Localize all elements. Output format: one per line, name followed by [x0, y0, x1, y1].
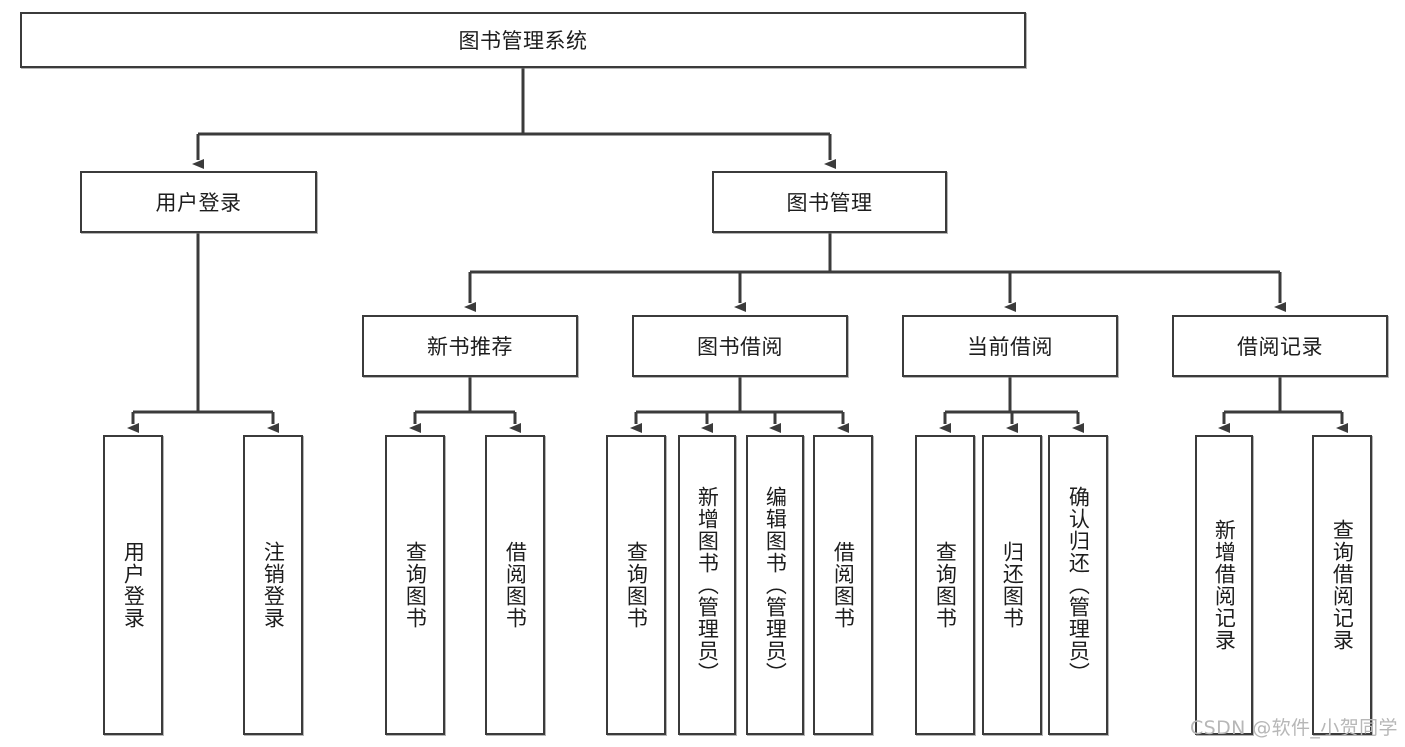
- leaf-new-book-query[interactable]: 查询图书: [385, 435, 445, 735]
- leaf-current-borrow-return[interactable]: 归还图书: [982, 435, 1042, 735]
- leaf-book-borrow-borrow[interactable]: 借阅图书: [813, 435, 873, 735]
- node-label: 归还图书: [1000, 541, 1025, 629]
- node-label: 新增借阅记录: [1212, 519, 1237, 651]
- node-label: 查询图书: [624, 541, 649, 629]
- node-user-login[interactable]: 用户登录: [80, 171, 317, 233]
- node-label: 新书推荐: [427, 335, 513, 359]
- node-label: 图书管理: [786, 191, 873, 215]
- leaf-current-borrow-query[interactable]: 查询图书: [915, 435, 975, 735]
- leaf-user-login-login[interactable]: 用户登录: [103, 435, 163, 735]
- watermark: CSDN @软件_小贺同学: [1190, 717, 1398, 739]
- node-borrow-record[interactable]: 借阅记录: [1172, 315, 1388, 377]
- leaf-user-login-logout[interactable]: 注销登录: [243, 435, 303, 735]
- leaf-book-borrow-edit[interactable]: 编辑图书（管理员）: [746, 435, 804, 735]
- node-label: 用户登录: [155, 191, 242, 215]
- node-label: 查询图书: [403, 541, 428, 629]
- node-root-book-management-system[interactable]: 图书管理系统: [20, 12, 1026, 68]
- node-new-book-recommend[interactable]: 新书推荐: [362, 315, 578, 377]
- node-book-borrow[interactable]: 图书借阅: [632, 315, 848, 377]
- node-label: 借阅图书: [503, 541, 528, 629]
- leaf-book-borrow-query[interactable]: 查询图书: [606, 435, 666, 735]
- leaf-borrow-record-query[interactable]: 查询借阅记录: [1312, 435, 1372, 735]
- node-label: 查询借阅记录: [1330, 519, 1355, 651]
- node-label: 用户登录: [121, 541, 146, 629]
- leaf-current-borrow-confirm-return[interactable]: 确认归还（管理员）: [1048, 435, 1108, 735]
- node-label: 编辑图书（管理员）: [763, 486, 788, 684]
- leaf-new-book-borrow[interactable]: 借阅图书: [485, 435, 545, 735]
- leaf-book-borrow-add[interactable]: 新增图书（管理员）: [678, 435, 736, 735]
- node-label: 新增图书（管理员）: [695, 486, 720, 684]
- node-label: 查询图书: [933, 541, 958, 629]
- node-label: 借阅图书: [831, 541, 856, 629]
- node-label: 图书管理系统: [458, 29, 588, 53]
- node-label: 注销登录: [261, 541, 286, 629]
- node-book-management[interactable]: 图书管理: [712, 171, 947, 233]
- node-label: 图书借阅: [697, 335, 783, 359]
- node-label: 当前借阅: [967, 335, 1053, 359]
- node-label: 确认归还（管理员）: [1066, 486, 1091, 684]
- node-current-borrow[interactable]: 当前借阅: [902, 315, 1118, 377]
- leaf-borrow-record-add[interactable]: 新增借阅记录: [1195, 435, 1253, 735]
- node-label: 借阅记录: [1237, 335, 1323, 359]
